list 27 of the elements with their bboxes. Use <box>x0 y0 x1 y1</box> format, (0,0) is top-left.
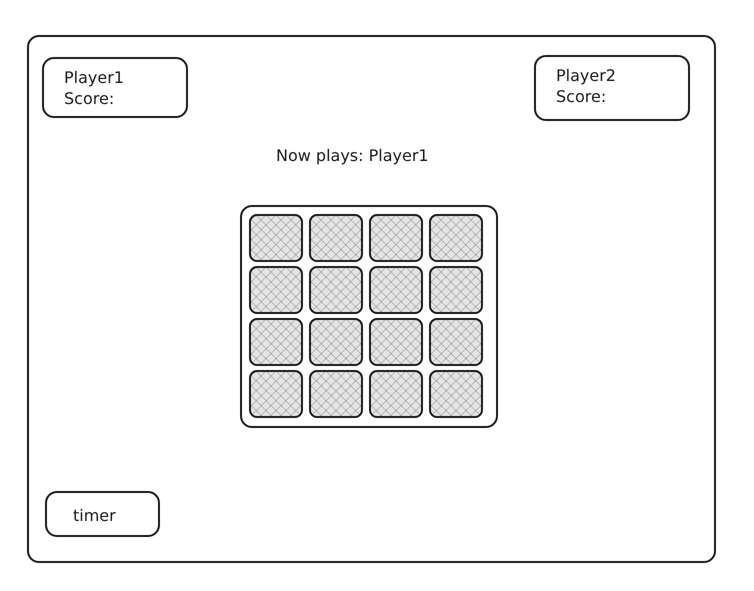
card-tile <box>249 266 303 314</box>
player-name: Player1 <box>64 67 124 88</box>
score-label: Score: <box>556 86 606 107</box>
card-tile <box>429 266 483 314</box>
card-tile <box>309 214 363 262</box>
score-panel <box>42 57 188 118</box>
card-tile <box>249 370 303 418</box>
card-tile <box>369 266 423 314</box>
game-board <box>240 205 498 428</box>
timer-label: timer <box>73 505 116 526</box>
card-tile <box>429 370 483 418</box>
card-tile <box>369 214 423 262</box>
screen-frame <box>27 35 716 563</box>
timer-box <box>45 491 160 537</box>
card-tile <box>309 266 363 314</box>
card-tile <box>309 370 363 418</box>
player-name: Player2 <box>556 65 616 86</box>
card-tile <box>249 214 303 262</box>
score-label: Score: <box>64 88 114 109</box>
card-tile <box>369 318 423 366</box>
card-tile <box>429 318 483 366</box>
score-panel <box>534 55 690 121</box>
card-tile <box>369 370 423 418</box>
turn-status-text: Now plays: Player1 <box>276 146 429 165</box>
card-tile <box>429 214 483 262</box>
card-tile <box>249 318 303 366</box>
card-tile <box>309 318 363 366</box>
